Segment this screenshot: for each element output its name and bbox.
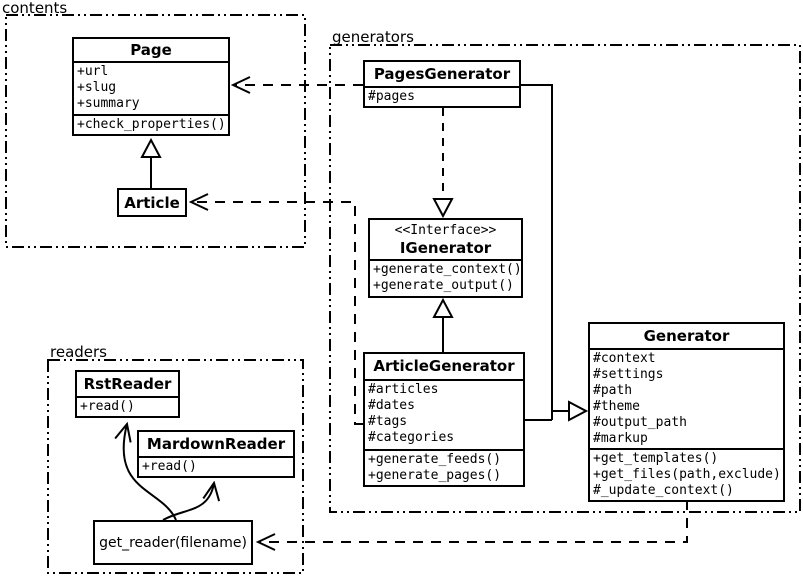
class-box-rstreader: RstReader +read() [75,370,180,418]
class-box-mardownreader: MardownReader +read() [137,430,295,478]
class-box-page: Page +url +slug +summary +check_properti… [72,37,230,136]
get-reader-label: get_reader(filename) [99,534,247,551]
attribute: #path [593,383,633,398]
attribute: +summary [77,96,140,111]
method: +generate_feeds() [368,452,502,467]
package-label-readers: readers [50,343,107,361]
arrow-getreader-to-mardownreader [162,483,214,521]
attribute: #settings [593,367,664,382]
articlegenerator-methods: +generate_feeds() +generate_pages() [365,449,523,485]
attribute: #tags [368,414,408,429]
class-title-rstreader: RstReader [77,372,178,398]
package-border-contents [5,14,306,248]
igenerator-stereotype: <<Interface>> [394,223,497,238]
method: +get_files(path,exclude) [593,467,781,482]
package-border-readers [47,359,304,574]
class-title-generator: Generator [590,324,783,350]
igenerator-methods: +generate_context() +generate_output() [370,261,522,296]
class-title-pagesgenerator: PagesGenerator [365,62,519,88]
attribute: #pages [368,89,415,104]
method: +read() [80,399,135,414]
package-label-generators: generators [332,28,414,46]
arrow-getreader-to-rstreader [124,424,177,521]
class-box-igenerator: <<Interface>> IGenerator +generate_conte… [368,218,523,298]
method: +get_templates() [593,451,719,466]
mardownreader-methods: +read() [139,458,293,476]
pagesgenerator-attributes: #pages [365,88,519,106]
page-attributes: +url +slug +summary [74,63,228,114]
attribute: #dates [368,398,415,413]
attribute: #context [593,351,656,366]
class-title-mardownreader: MardownReader [139,432,293,458]
method: +generate_output() [373,278,514,293]
generator-methods: +get_templates() +get_files(path,exclude… [590,448,783,500]
class-title-articlegenerator: ArticleGenerator [365,354,523,381]
class-title-article: Article [124,193,180,212]
articlegenerator-attributes: #articles #dates #tags #categories [365,381,523,449]
method: #_update_context() [593,483,734,498]
package-border-generators [329,44,801,513]
page-methods: +check_properties() [74,114,228,134]
attribute: #articles [368,382,439,397]
class-box-pagesgenerator: PagesGenerator #pages [363,60,521,108]
method: +read() [142,459,197,474]
function-box-get-reader: get_reader(filename) [93,520,253,565]
attribute: #markup [593,431,648,446]
arrow-articlegenerator-to-article-dependency [191,202,363,425]
class-box-articlegenerator: ArticleGenerator #articles #dates #tags … [363,352,525,487]
class-box-generator: Generator #context #settings #path #them… [588,322,785,502]
rstreader-methods: +read() [77,398,178,416]
package-label-contents: contents [2,0,68,17]
attribute: #theme [593,399,640,414]
attribute: #output_path [593,415,687,430]
attribute: +slug [77,80,117,95]
line-pagesgenerator-to-generator [520,84,553,420]
method: +generate_context() [373,262,522,277]
method: +check_properties() [77,117,226,132]
attribute: +url [77,64,109,79]
arrow-generator-to-getreader-dependency [258,500,688,542]
generator-attributes: #context #settings #path #theme #output_… [590,350,783,448]
class-title-page: Page [74,39,228,63]
class-box-article: Article [117,188,187,217]
attribute: #categories [368,430,455,445]
class-title-igenerator: IGenerator [399,239,492,257]
method: +generate_pages() [368,468,502,483]
